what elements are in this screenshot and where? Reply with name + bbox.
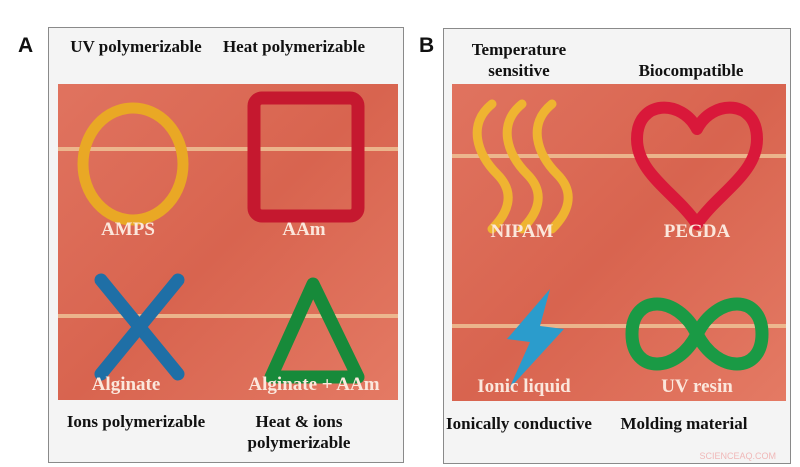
- label-alginate-aam: Alginate + AAm: [248, 374, 380, 395]
- circle-gel: [77, 102, 189, 226]
- panel-a: UV polymerizable Heat polymerizable AMPS…: [48, 27, 404, 463]
- label-pegda: PEGDA: [663, 221, 731, 242]
- caption-heat-ions-polymerizable: Heat & ions polymerizable: [247, 412, 351, 452]
- label-uv-resin: UV resin: [661, 376, 733, 397]
- heart-gel: [631, 101, 763, 230]
- gel-shapes-b: [452, 99, 786, 389]
- label-ionic-liquid: Ionic liquid: [477, 376, 571, 397]
- label-amps: AMPS: [101, 219, 155, 240]
- caption-ionically-conductive: Ionically conductive: [446, 414, 592, 433]
- label-aam: AAm: [282, 219, 326, 240]
- panel-letter-a: A: [18, 34, 34, 57]
- label-alginate: Alginate: [91, 374, 161, 395]
- lightning-gel: [507, 289, 564, 389]
- caption-temperature-sensitive: Temperature sensitive: [471, 40, 567, 80]
- gel-shapes-a: [58, 91, 398, 384]
- triangle-gel: [264, 277, 365, 384]
- panel-letter-b: B: [419, 34, 435, 57]
- label-nipam: NIPAM: [490, 221, 554, 242]
- photo-a: AMPS AAm Alginate Alginate + AAm: [58, 84, 398, 400]
- watermark: SCIENCEAQ.COM: [699, 451, 776, 461]
- waves-gel: [472, 99, 573, 234]
- caption-molding-material: Molding material: [620, 414, 748, 433]
- panel-b: Temperature sensitive Biocompatible NIPA…: [443, 28, 791, 464]
- caption-ions-polymerizable: Ions polymerizable: [66, 412, 206, 431]
- caption-uv-polymerizable: UV polymerizable: [70, 37, 202, 56]
- caption-heat-polymerizable: Heat polymerizable: [222, 37, 366, 56]
- photo-b: NIPAM PEGDA Ionic liquid UV resin: [452, 84, 786, 401]
- cross-gel: [94, 273, 185, 381]
- caption-biocompatible: Biocompatible: [638, 61, 744, 80]
- square-gel: [247, 91, 365, 223]
- infinity-gel: [625, 297, 769, 371]
